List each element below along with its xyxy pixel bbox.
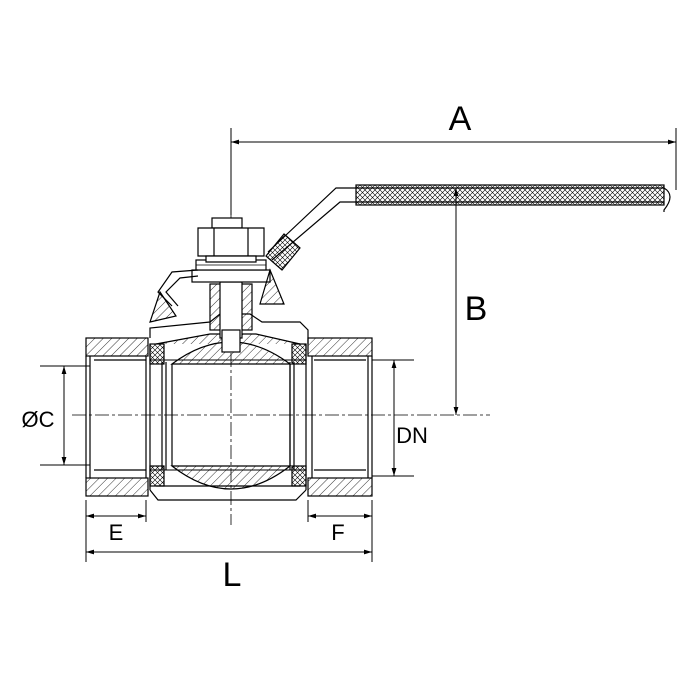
- dimension-label-b: B: [465, 290, 488, 328]
- dimension-label-c: ØC: [22, 407, 55, 432]
- dimension-label-a: A: [449, 100, 472, 138]
- right-end-connector: [305, 337, 373, 497]
- left-end-connector: [85, 337, 151, 497]
- dimension-label-e: E: [109, 520, 124, 545]
- ball: [170, 341, 292, 490]
- hex-nut: [197, 217, 265, 263]
- dimension-label-l: L: [223, 556, 242, 594]
- lever-handle: [149, 184, 671, 323]
- dimension-label-f: F: [331, 520, 344, 545]
- dimension-lines: [40, 128, 677, 562]
- dimension-label-dn: DN: [396, 423, 428, 448]
